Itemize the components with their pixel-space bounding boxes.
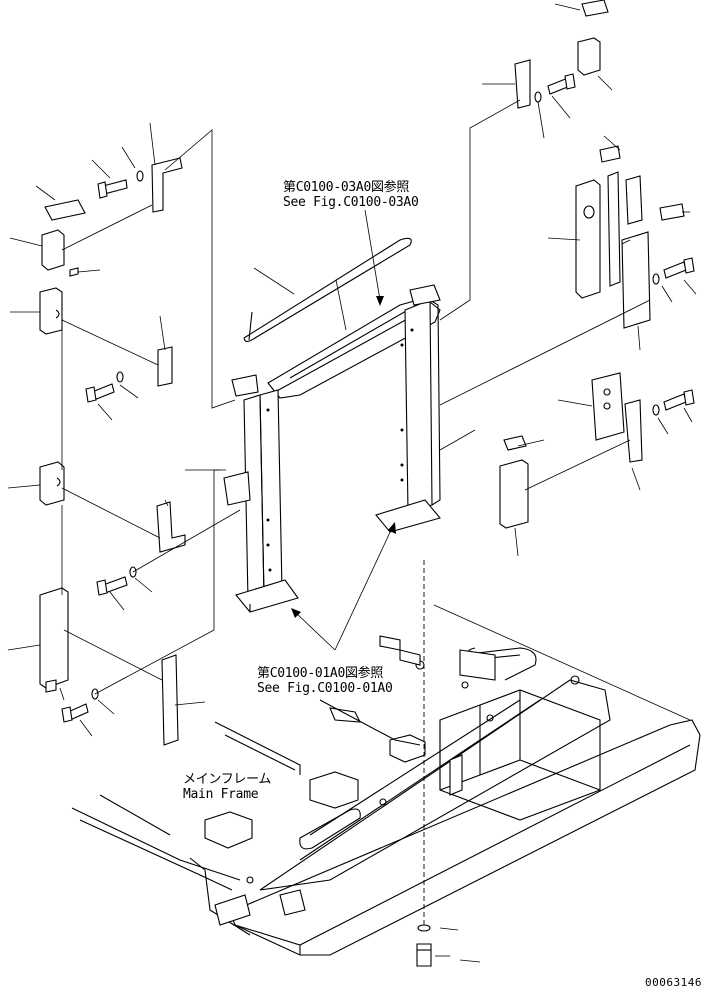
reference-note-top: 第C0100-03A0図参照 See Fig.C0100-03A0 xyxy=(283,180,419,210)
main-frame-label-en: Main Frame xyxy=(183,787,259,802)
reference-note-top-jp: 第C0100-03A0図参照 xyxy=(283,180,410,195)
main-frame xyxy=(71,635,701,956)
reference-note-bottom-en: See Fig.C0100-01A0 xyxy=(257,681,393,696)
reference-note-top-en: See Fig.C0100-03A0 xyxy=(283,195,419,210)
drawing-number: 00063146 xyxy=(645,976,702,989)
main-frame-label-jp: メインフレーム xyxy=(183,772,272,787)
reference-note-bottom: 第C0100-01A0図参照 See Fig.C0100-01A0 xyxy=(257,666,393,696)
leader-lines xyxy=(7,3,697,963)
bottom-bolt xyxy=(416,560,432,967)
reference-note-bottom-jp: 第C0100-01A0図参照 xyxy=(257,666,384,681)
radiator-support-frame xyxy=(223,237,441,613)
left-parts xyxy=(39,157,186,746)
main-frame-label: メインフレーム Main Frame xyxy=(183,772,271,802)
right-parts xyxy=(499,0,695,529)
